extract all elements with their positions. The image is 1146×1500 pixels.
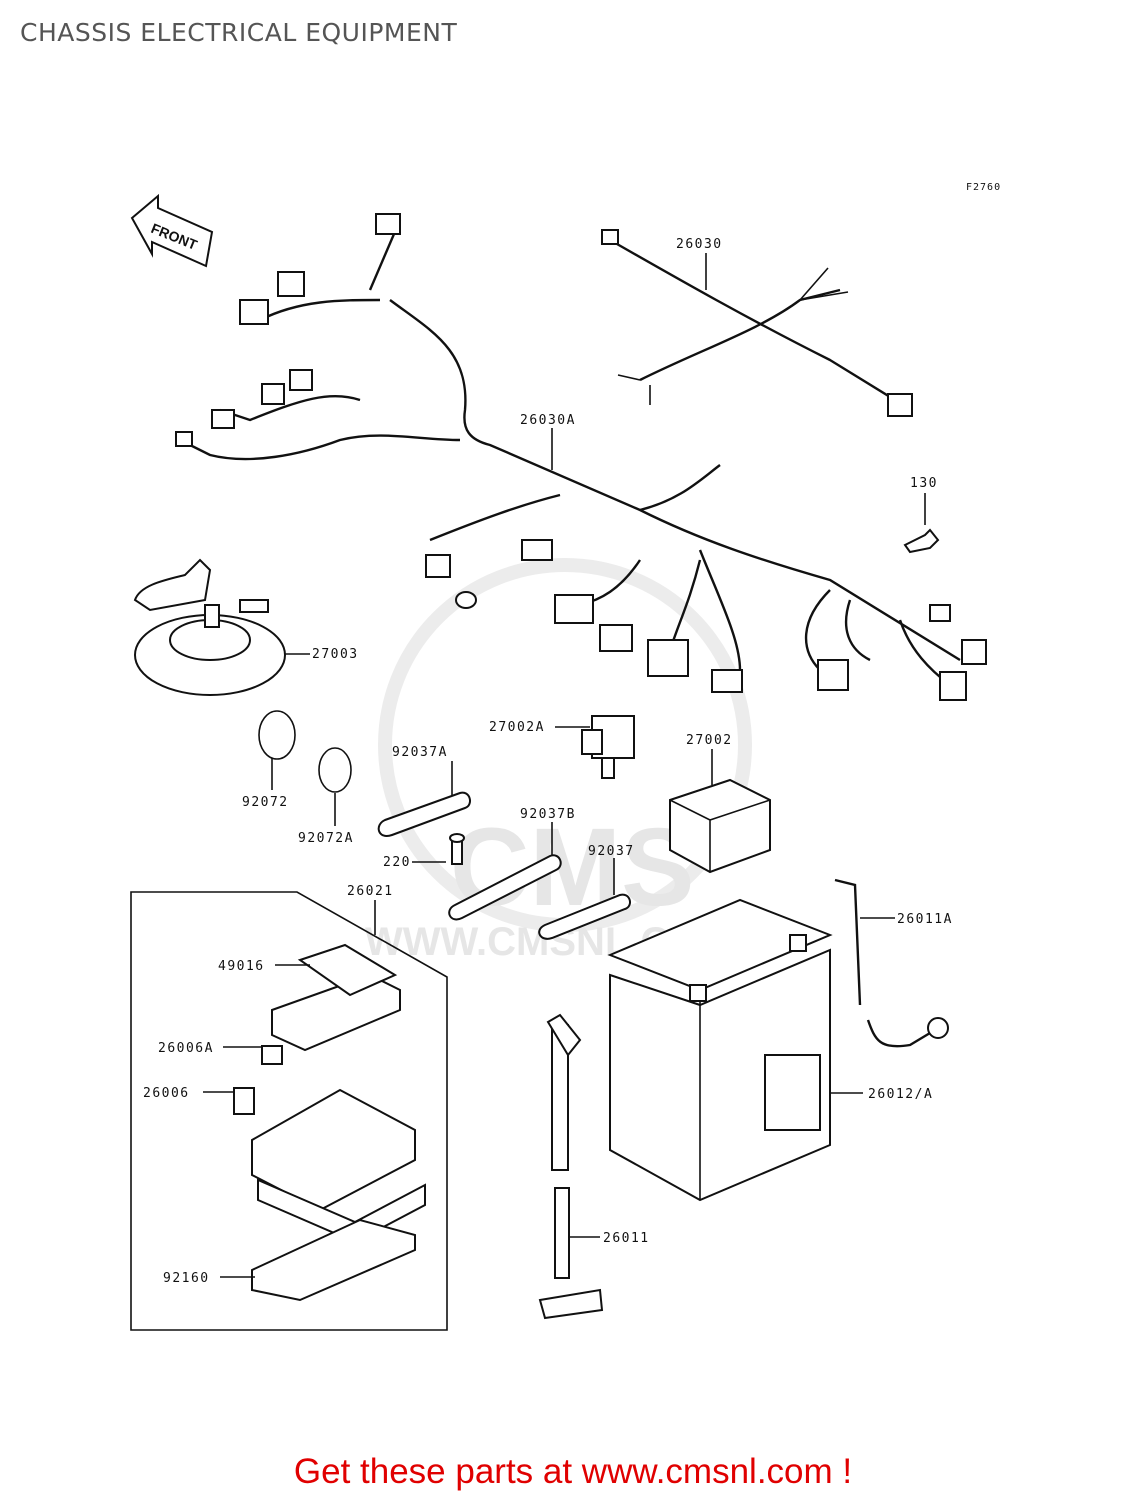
callout-26030: 26030: [676, 237, 723, 252]
callout-27003: 27003: [312, 647, 359, 662]
figure-code: F2760: [966, 182, 1001, 193]
callout-92160: 92160: [163, 1271, 210, 1286]
callout-49016: 49016: [218, 959, 265, 974]
callout-26030a: 26030A: [520, 413, 576, 428]
callout-27002: 27002: [686, 733, 733, 748]
main-harness-drawing: [175, 213, 987, 701]
sub-harness-drawing: [601, 229, 913, 417]
footer-cta: Get these parts at www.cmsnl.com !: [0, 1452, 1146, 1492]
battery-drawing: [607, 898, 833, 1202]
straps-drawing: [377, 791, 631, 940]
horn-drawing: [133, 558, 286, 696]
callout-92072: 92072: [242, 795, 289, 810]
callout-92037b: 92037B: [520, 807, 576, 822]
footer-link[interactable]: Get these parts at www.cmsnl.com !: [293, 1452, 853, 1491]
callout-26011a: 26011A: [897, 912, 953, 927]
callout-26006a: 26006A: [158, 1041, 214, 1056]
callout-92037: 92037: [588, 844, 635, 859]
callout-26011: 26011: [603, 1231, 650, 1246]
callout-130: 130: [910, 476, 938, 491]
callout-labels: 26030 26030A 130 27003 27002A 27002 9203…: [143, 237, 953, 1286]
callout-26006: 26006: [143, 1086, 190, 1101]
callout-27002a: 27002A: [489, 720, 545, 735]
relay-drawing: [581, 715, 635, 779]
watermark-brand: CMS: [450, 806, 694, 929]
callout-26021: 26021: [347, 884, 394, 899]
junction-box-group: [130, 891, 448, 1331]
bolt-drawing: [903, 528, 940, 554]
callout-26012a: 26012/A: [868, 1087, 933, 1102]
leader-lines: [203, 253, 926, 1278]
clamps-drawing: [258, 710, 352, 793]
callout-92072a: 92072A: [298, 831, 354, 846]
callout-220: 220: [383, 855, 411, 870]
battery-cables-drawing: [538, 878, 949, 1320]
regulator-drawing: [669, 778, 771, 874]
watermark: CMS WWW.CMSNL.COM: [365, 558, 752, 964]
callout-92037a: 92037A: [392, 745, 448, 760]
page-title: CHASSIS ELECTRICAL EQUIPMENT: [20, 18, 458, 47]
front-arrow-icon: FRONT: [130, 193, 214, 268]
